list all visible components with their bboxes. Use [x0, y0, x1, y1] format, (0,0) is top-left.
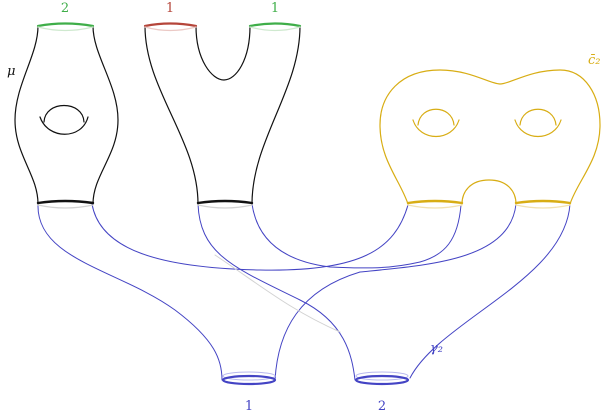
- left-handle-lower: [40, 117, 88, 134]
- middle-pants: [145, 26, 300, 208]
- left-bottom-boundary: [38, 201, 93, 203]
- yellow-surface: [380, 70, 600, 208]
- middle-pants-right-edge: [252, 26, 300, 204]
- yellow-handle-left-upper: [418, 109, 454, 125]
- middle-pants-crotch: [196, 26, 250, 80]
- left-surface-left-edge: [15, 26, 38, 204]
- label-top-left: 2: [61, 1, 69, 16]
- yellow-outline: [380, 70, 600, 204]
- blue-middle-strand: [198, 204, 355, 380]
- yellow-bottom-boundary-right-back: [516, 205, 570, 208]
- yellow-bottom-boundary-left: [408, 201, 462, 203]
- label-top-middle-right: 1: [271, 1, 279, 16]
- label-top-middle-left: 1: [166, 1, 174, 16]
- left-bottom-boundary-back: [38, 205, 93, 208]
- label-mu: μ: [7, 64, 15, 79]
- left-handle-upper: [44, 106, 84, 123]
- blue-cross-strand: [275, 204, 516, 380]
- left-surface-right-edge: [93, 26, 118, 204]
- yellow-crotch: [462, 180, 516, 204]
- top-left-circle-front: [38, 24, 93, 27]
- yellow-handle-right-upper: [520, 109, 556, 125]
- top-middle-left-circle-back: [145, 27, 196, 31]
- top-middle-left-circle-front: [145, 24, 196, 27]
- blue-right-strand-a: [252, 204, 420, 268]
- label-gamma2: γ₂: [430, 341, 443, 356]
- left-surface: [15, 26, 118, 208]
- blue-faint-strand: [215, 255, 340, 332]
- blue-right-strand-b: [420, 205, 461, 262]
- top-left-circle-back: [38, 27, 93, 31]
- label-bottom-left: 1: [245, 399, 253, 414]
- middle-pants-left-edge: [145, 26, 198, 204]
- label-bottom-right: 2: [378, 399, 386, 414]
- blue-left-inner-strand: [92, 204, 408, 270]
- yellow-bottom-boundary-left-back: [408, 205, 462, 208]
- top-middle-right-circle-back: [250, 27, 300, 31]
- label-c2: c̄₂: [588, 53, 601, 68]
- middle-bottom-boundary: [198, 201, 252, 203]
- top-middle-right-circle-front: [250, 24, 300, 27]
- blue-cobordism: [38, 204, 570, 384]
- middle-bottom-boundary-back: [198, 205, 252, 208]
- yellow-handle-left-lower: [413, 120, 459, 137]
- yellow-bottom-boundary-right: [516, 201, 570, 203]
- yellow-handle-right-lower: [515, 120, 561, 137]
- blue-left-outer-strand: [38, 204, 222, 380]
